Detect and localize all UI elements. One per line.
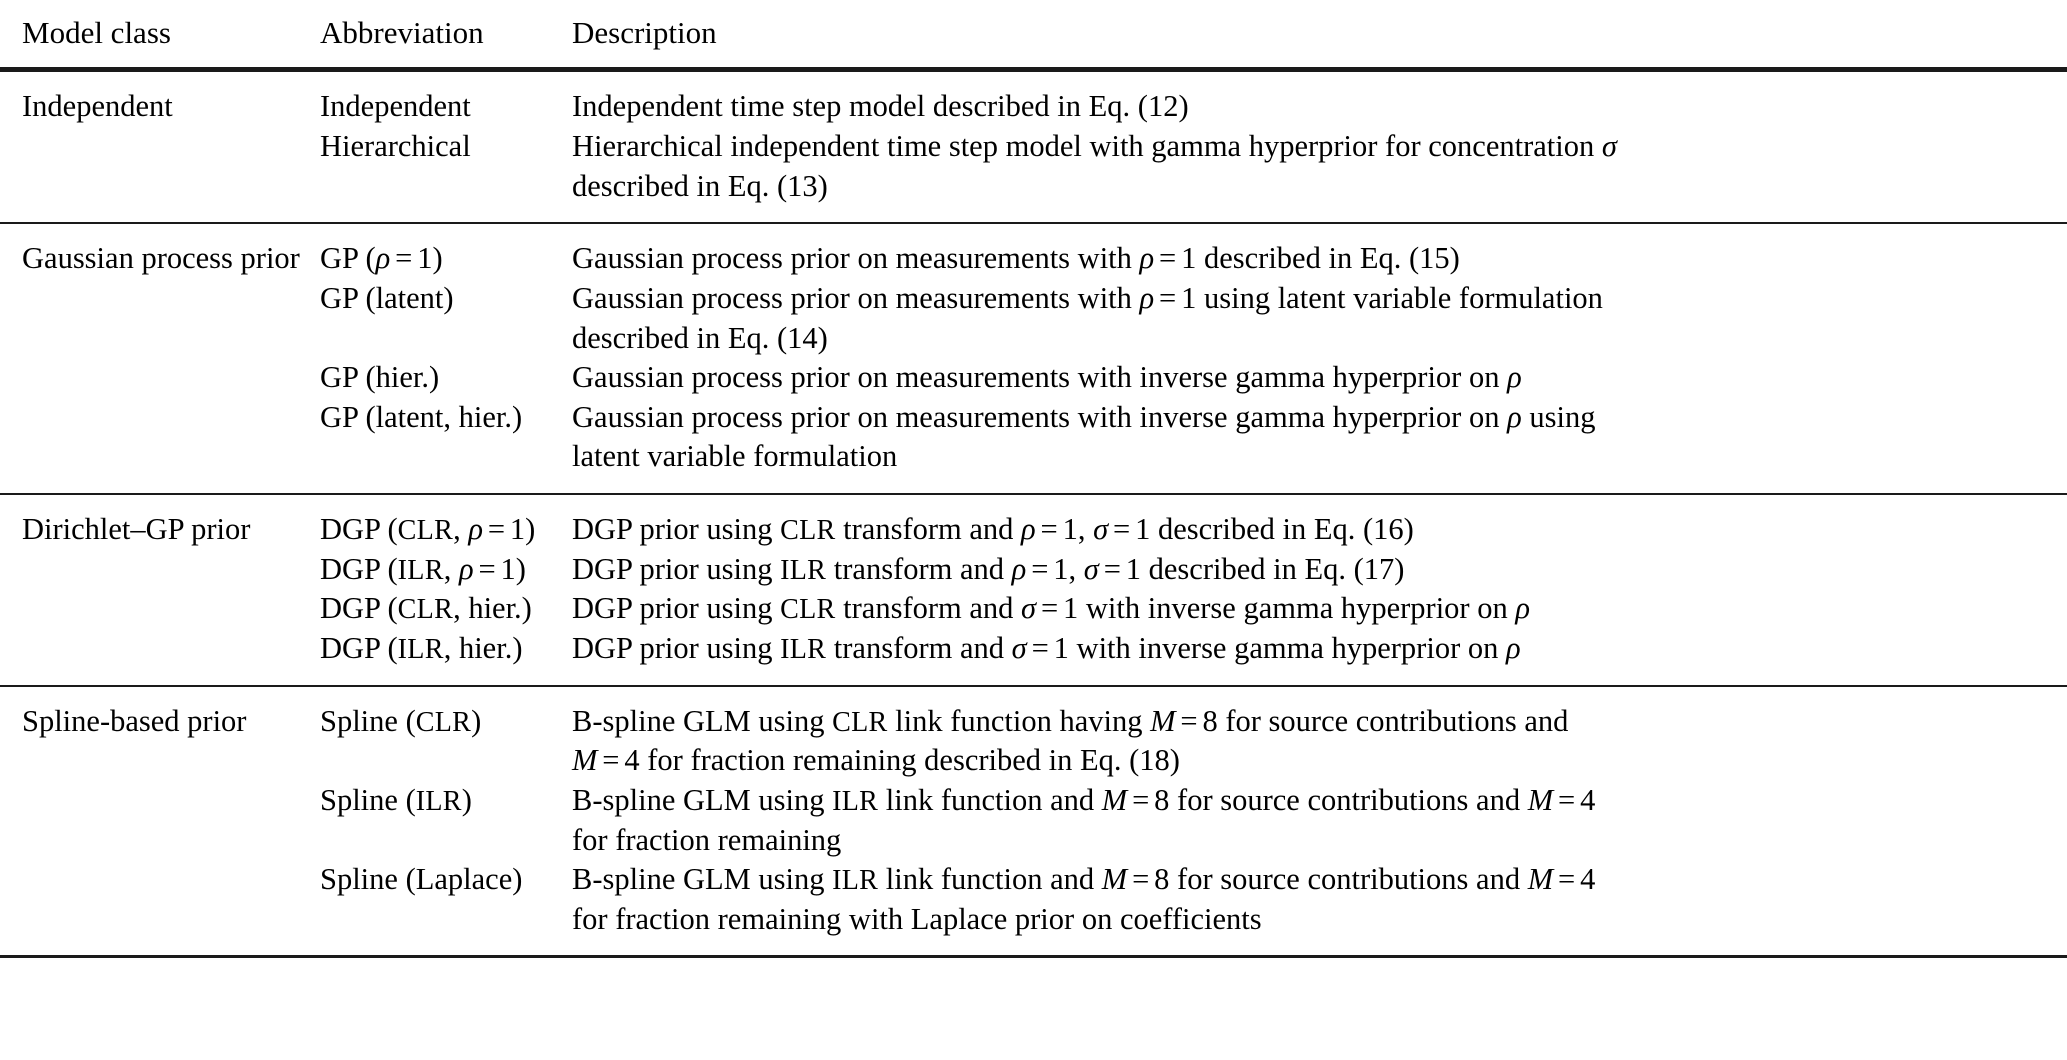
description-cell: DGP prior using ILR transform and σ=1 wi… (550, 629, 2067, 685)
table-rule-top (0, 67, 2067, 71)
description-line: Gaussian process prior on measurements w… (572, 399, 1596, 434)
horizontal-rule (0, 955, 2067, 959)
table-row: Hierarchical Hierarchical independent ti… (0, 127, 2067, 222)
description-line: described in Eq. (13) (572, 168, 828, 203)
description-cell: Gaussian process prior on measurements w… (550, 358, 2067, 398)
model-class-cell: Independent (22, 89, 173, 124)
table-row: GP (latent, hier.) Gaussian process prio… (0, 398, 2067, 493)
description-line: Gaussian process prior on measurements w… (572, 241, 1460, 276)
description-cell: Hierarchical independent time step model… (550, 127, 2067, 222)
description-line: for fraction remaining with Laplace prio… (572, 901, 1262, 936)
table-header: Model class Abbreviation Description (0, 0, 2067, 67)
abbreviation-cell: Independent (320, 89, 471, 124)
description-line: DGP prior using ILR transform and ρ=1, σ… (572, 551, 1405, 586)
table-row: Gaussian process prior GP (ρ=1) Gaussian… (0, 224, 2067, 279)
description-line: for fraction remaining (572, 822, 842, 857)
horizontal-rule (0, 493, 2067, 496)
description-cell: DGP prior using ILR transform and ρ=1, σ… (550, 550, 2067, 590)
model-class-cell: Spline-based prior (22, 703, 247, 738)
description-cell: Gaussian process prior on measurements w… (550, 224, 2067, 279)
table-row: DGP (ILR, hier.) DGP prior using ILR tra… (0, 629, 2067, 685)
abbreviation-cell: GP (ρ=1) (320, 241, 443, 276)
description-cell: DGP prior using CLR transform and ρ=1, σ… (550, 495, 2067, 550)
table-rule-under-header (0, 70, 2067, 73)
abbreviation-cell: Spline (Laplace) (320, 862, 523, 897)
abbreviation-cell: GP (latent) (320, 280, 454, 315)
description-line: described in Eq. (14) (572, 320, 828, 355)
description-cell: Independent time step model described in… (550, 72, 2067, 127)
header-row: Model class Abbreviation Description (0, 0, 2067, 67)
horizontal-rule (0, 70, 2067, 73)
description-line: Independent time step model described in… (572, 89, 1189, 124)
description-line: M=4 for fraction remaining described in … (572, 743, 1180, 778)
description-line: Hierarchical independent time step model… (572, 128, 1617, 163)
abbreviation-cell: Hierarchical (320, 128, 471, 163)
table-row: GP (latent) Gaussian process prior on me… (0, 279, 2067, 358)
description-line: latent variable formulation (572, 439, 898, 474)
description-cell: B-spline GLM using CLR link function hav… (550, 687, 2067, 781)
description-line: B-spline GLM using ILR link function and… (572, 862, 1596, 897)
abbreviation-cell: GP (hier.) (320, 360, 440, 395)
table-rule-bottom (0, 955, 2067, 959)
table-rule-section (0, 493, 2067, 496)
abbreviation-cell: DGP (CLR, ρ=1) (320, 512, 536, 547)
table-row: GP (hier.) Gaussian process prior on mea… (0, 358, 2067, 398)
description-line: DGP prior using CLR transform and ρ=1, σ… (572, 512, 1414, 547)
abbreviation-cell: DGP (CLR, hier.) (320, 591, 532, 626)
description-line: DGP prior using ILR transform and σ=1 wi… (572, 630, 1521, 665)
abbreviation-cell: GP (latent, hier.) (320, 399, 523, 434)
model-class-table: Model class Abbreviation Description Ind… (0, 0, 2067, 959)
description-cell: B-spline GLM using ILR link function and… (550, 781, 2067, 860)
table-row: Spline (Laplace) B-spline GLM using ILR … (0, 860, 2067, 955)
horizontal-rule (0, 684, 2067, 687)
table-row: Dirichlet–GP prior DGP (CLR, ρ=1) DGP pr… (0, 495, 2067, 550)
model-class-cell: Gaussian process prior (22, 241, 300, 276)
table-row: Independent Independent Independent time… (0, 72, 2067, 127)
table-rule-section (0, 222, 2067, 225)
table-row: DGP (ILR, ρ=1) DGP prior using ILR trans… (0, 550, 2067, 590)
abbreviation-cell: DGP (ILR, hier.) (320, 630, 523, 665)
column-header-description: Description (572, 15, 717, 50)
abbreviation-cell: DGP (ILR, ρ=1) (320, 551, 526, 586)
horizontal-rule (0, 67, 2067, 71)
abbreviation-cell: Spline (ILR) (320, 782, 472, 817)
table-body: Independent Independent Independent time… (0, 72, 2067, 955)
table-rule-section (0, 684, 2067, 687)
description-cell: Gaussian process prior on measurements w… (550, 279, 2067, 358)
description-line: Gaussian process prior on measurements w… (572, 360, 1522, 395)
description-line: B-spline GLM using ILR link function and… (572, 782, 1596, 817)
column-header-abbreviation: Abbreviation (320, 15, 484, 50)
table-row: Spline (ILR) B-spline GLM using ILR link… (0, 781, 2067, 860)
column-header-model-class: Model class (22, 15, 171, 50)
table-row: Spline-based prior Spline (CLR) B-spline… (0, 687, 2067, 781)
description-cell: Gaussian process prior on measurements w… (550, 398, 2067, 493)
description-cell: DGP prior using CLR transform and σ=1 wi… (550, 589, 2067, 629)
description-line: DGP prior using CLR transform and σ=1 wi… (572, 591, 1530, 626)
table-row: DGP (CLR, hier.) DGP prior using CLR tra… (0, 589, 2067, 629)
horizontal-rule (0, 222, 2067, 225)
model-class-cell: Dirichlet–GP prior (22, 512, 251, 547)
abbreviation-cell: Spline (CLR) (320, 703, 482, 738)
description-line: B-spline GLM using CLR link function hav… (572, 703, 1569, 738)
description-line: Gaussian process prior on measurements w… (572, 280, 1603, 315)
description-cell: B-spline GLM using ILR link function and… (550, 860, 2067, 955)
